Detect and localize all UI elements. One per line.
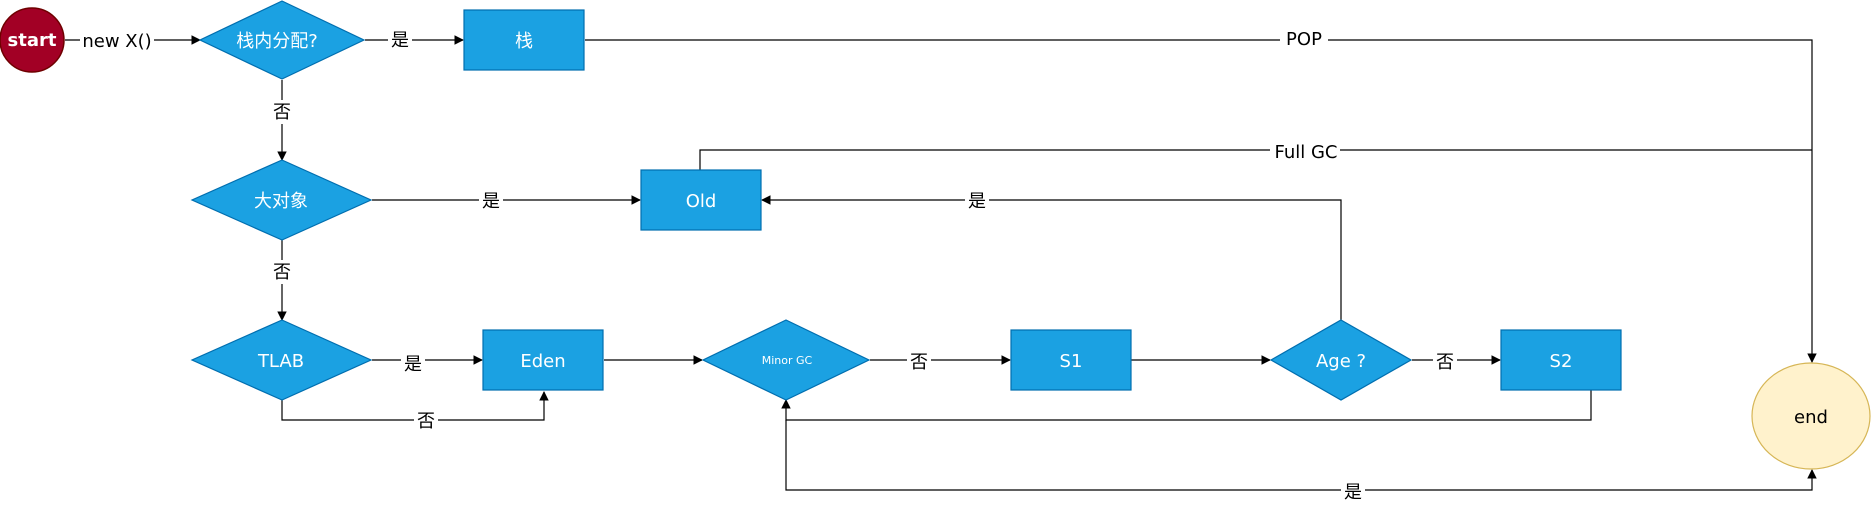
age-label: Age ? — [1316, 351, 1366, 372]
tlab-node[interactable]: TLAB — [190, 319, 373, 401]
label-full-gc: Full GC — [1274, 142, 1337, 163]
end-node[interactable]: end — [1751, 362, 1871, 470]
s2-label: S2 — [1550, 351, 1573, 372]
old-label: Old — [686, 191, 717, 212]
edge-labels: new X() 是 否 POP Full GC 是 否 是 是 否 否 否 是 — [80, 28, 1457, 504]
minor-gc-label: Minor GC — [762, 354, 813, 367]
edge-old-to-end — [699, 149, 1812, 170]
label-pop: POP — [1286, 29, 1322, 50]
end-ellipse — [1751, 362, 1871, 470]
s1-box — [1010, 329, 1132, 391]
old-node[interactable]: Old — [640, 169, 762, 231]
eden-box — [482, 329, 604, 391]
stack-node[interactable]: 栈 — [463, 9, 585, 71]
eden-node[interactable]: Eden — [482, 329, 604, 391]
stack-check-label: 栈内分配? — [236, 31, 318, 52]
label-large-object-yes: 是 — [482, 191, 500, 212]
stack-box — [463, 9, 585, 71]
start-circle — [0, 7, 65, 73]
eden-label: Eden — [520, 351, 565, 372]
label-tlab-yes: 是 — [404, 354, 422, 375]
start-node[interactable]: start — [0, 7, 65, 73]
s1-label: S1 — [1060, 351, 1083, 372]
label-stack-check-no: 否 — [273, 102, 291, 123]
large-object-label: 大对象 — [254, 191, 308, 212]
edge-tlab-no-to-eden — [281, 391, 549, 421]
edge-age-to-old — [761, 195, 1342, 320]
label-minor-gc-yes: 是 — [1344, 482, 1362, 503]
large-object-diamond — [190, 159, 373, 241]
minor-gc-diamond — [701, 319, 871, 401]
edge-minor-gc-to-end — [785, 420, 1817, 491]
stack-label: 栈 — [515, 31, 533, 52]
edge-stack-to-end — [585, 39, 1817, 363]
edges — [65, 35, 1817, 491]
tlab-diamond — [190, 319, 373, 401]
age-diamond — [1269, 319, 1413, 401]
label-stack-check-yes: 是 — [391, 30, 409, 51]
stack-check-node[interactable]: 栈内分配? — [198, 0, 366, 80]
label-age-no: 否 — [1436, 352, 1454, 373]
edge-s2-to-minor-gc — [781, 390, 1592, 421]
end-label: end — [1794, 407, 1828, 428]
minor-gc-node[interactable]: Minor GC — [701, 319, 871, 401]
nodes: start 栈内分配? 栈 大对象 Old TLAB — [0, 0, 1871, 470]
tlab-label: TLAB — [257, 351, 304, 372]
s2-node[interactable]: S2 — [1500, 329, 1622, 391]
label-minor-gc-no: 否 — [910, 352, 928, 373]
stack-check-diamond — [198, 0, 366, 80]
label-age-yes: 是 — [968, 191, 986, 212]
label-tlab-no: 否 — [417, 411, 435, 432]
old-box — [640, 169, 762, 231]
age-node[interactable]: Age ? — [1269, 319, 1413, 401]
label-large-object-no: 否 — [273, 262, 291, 283]
s1-node[interactable]: S1 — [1010, 329, 1132, 391]
label-new-x: new X() — [82, 31, 151, 52]
s2-box — [1500, 329, 1622, 391]
start-label: start — [8, 30, 57, 51]
large-object-node[interactable]: 大对象 — [190, 159, 373, 241]
